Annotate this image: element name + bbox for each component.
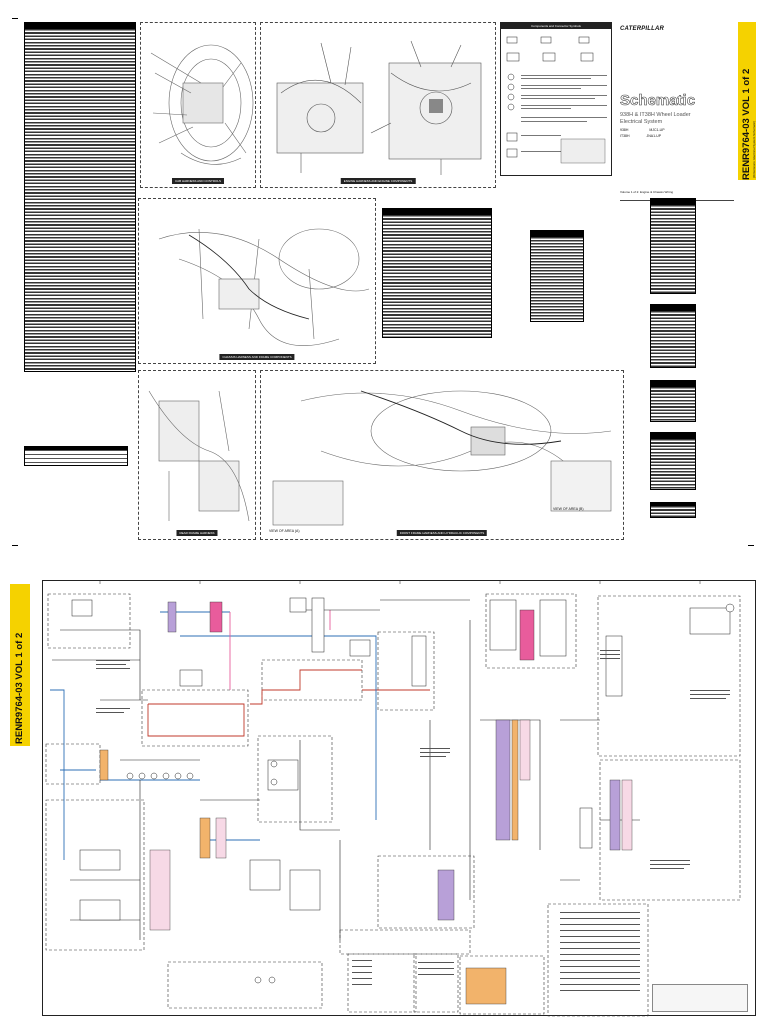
rear-frame-drawing bbox=[148, 390, 250, 522]
view-label-b: VIEW OF AREA (B) bbox=[553, 507, 584, 511]
document-code-band bbox=[738, 22, 756, 180]
panel-caption: CHASSIS HARNESS AND FRAME COMPONENTS bbox=[219, 354, 295, 360]
schematic-frame bbox=[42, 580, 756, 1016]
panel-rear-frame: REAR FRAME HARNESS bbox=[138, 370, 256, 540]
view-label-a: VIEW OF AREA (A) bbox=[269, 529, 300, 533]
subtitle-line2: Electrical System bbox=[620, 119, 663, 125]
connector-table-mid bbox=[382, 208, 492, 338]
connector-table-right-2 bbox=[650, 304, 696, 368]
serial-row: IT38H JNA1-UP bbox=[620, 134, 661, 138]
serial-prefix: JNA1-UP bbox=[646, 134, 662, 138]
connector-table-right-4 bbox=[650, 432, 696, 490]
crop-mark bbox=[748, 545, 754, 546]
serial-model: IT38H bbox=[620, 134, 630, 138]
panel-caption: REAR FRAME HARNESS bbox=[176, 530, 218, 536]
connector-table-left bbox=[24, 22, 136, 372]
connector-table-right-5 bbox=[650, 502, 696, 518]
panel-front-frame: VIEW OF AREA (A) VIEW OF AREA (B) FRONT … bbox=[260, 370, 624, 540]
panel-caption: CAB HARNESS AND CONTROLS bbox=[171, 178, 225, 184]
panel-engine-harness: ENGINE HARNESS AND ENGINE COMPONENTS bbox=[260, 22, 496, 188]
serial-prefix: MJC1-UP bbox=[649, 128, 665, 132]
panel-caption: FRONT FRAME HARNESS AND HYDRAULIC COMPON… bbox=[396, 530, 488, 536]
front-frame-drawing bbox=[272, 390, 612, 526]
serial-row: 938H MJC1-UP bbox=[620, 128, 665, 132]
subtitle-line1: 938H & IT38H Wheel Loader bbox=[620, 112, 691, 118]
panel-chassis-harness: CHASSIS HARNESS AND FRAME COMPONENTS bbox=[138, 198, 376, 364]
legend-heading: Components and Connector Symbols bbox=[501, 23, 611, 29]
connector-table-right-1 bbox=[650, 198, 696, 294]
brand-logo: CATERPILLAR bbox=[620, 26, 665, 32]
chassis-harness-drawing bbox=[158, 228, 370, 346]
engine-harness-drawing bbox=[276, 40, 482, 175]
panel-cab-harness: CAB HARNESS AND CONTROLS bbox=[140, 22, 256, 188]
connector-table-small bbox=[24, 446, 128, 466]
crop-mark bbox=[12, 545, 18, 546]
document-code-band-bottom bbox=[10, 584, 30, 746]
legend-symbols bbox=[506, 36, 607, 164]
volume-note: Volume 1 of 2: Engine & Chassis Wiring bbox=[620, 190, 674, 194]
connector-table-right-3 bbox=[650, 380, 696, 422]
cab-harness-drawing bbox=[150, 44, 254, 165]
crop-mark bbox=[12, 18, 18, 19]
panel-caption: ENGINE HARNESS AND ENGINE COMPONENTS bbox=[340, 178, 416, 184]
revision-note-block bbox=[652, 984, 748, 1012]
serial-model: 938H bbox=[620, 128, 629, 132]
symbol-legend: Components and Connector Symbols bbox=[500, 22, 612, 176]
connector-table-center bbox=[530, 230, 584, 322]
document-title: Schematic bbox=[620, 92, 696, 110]
